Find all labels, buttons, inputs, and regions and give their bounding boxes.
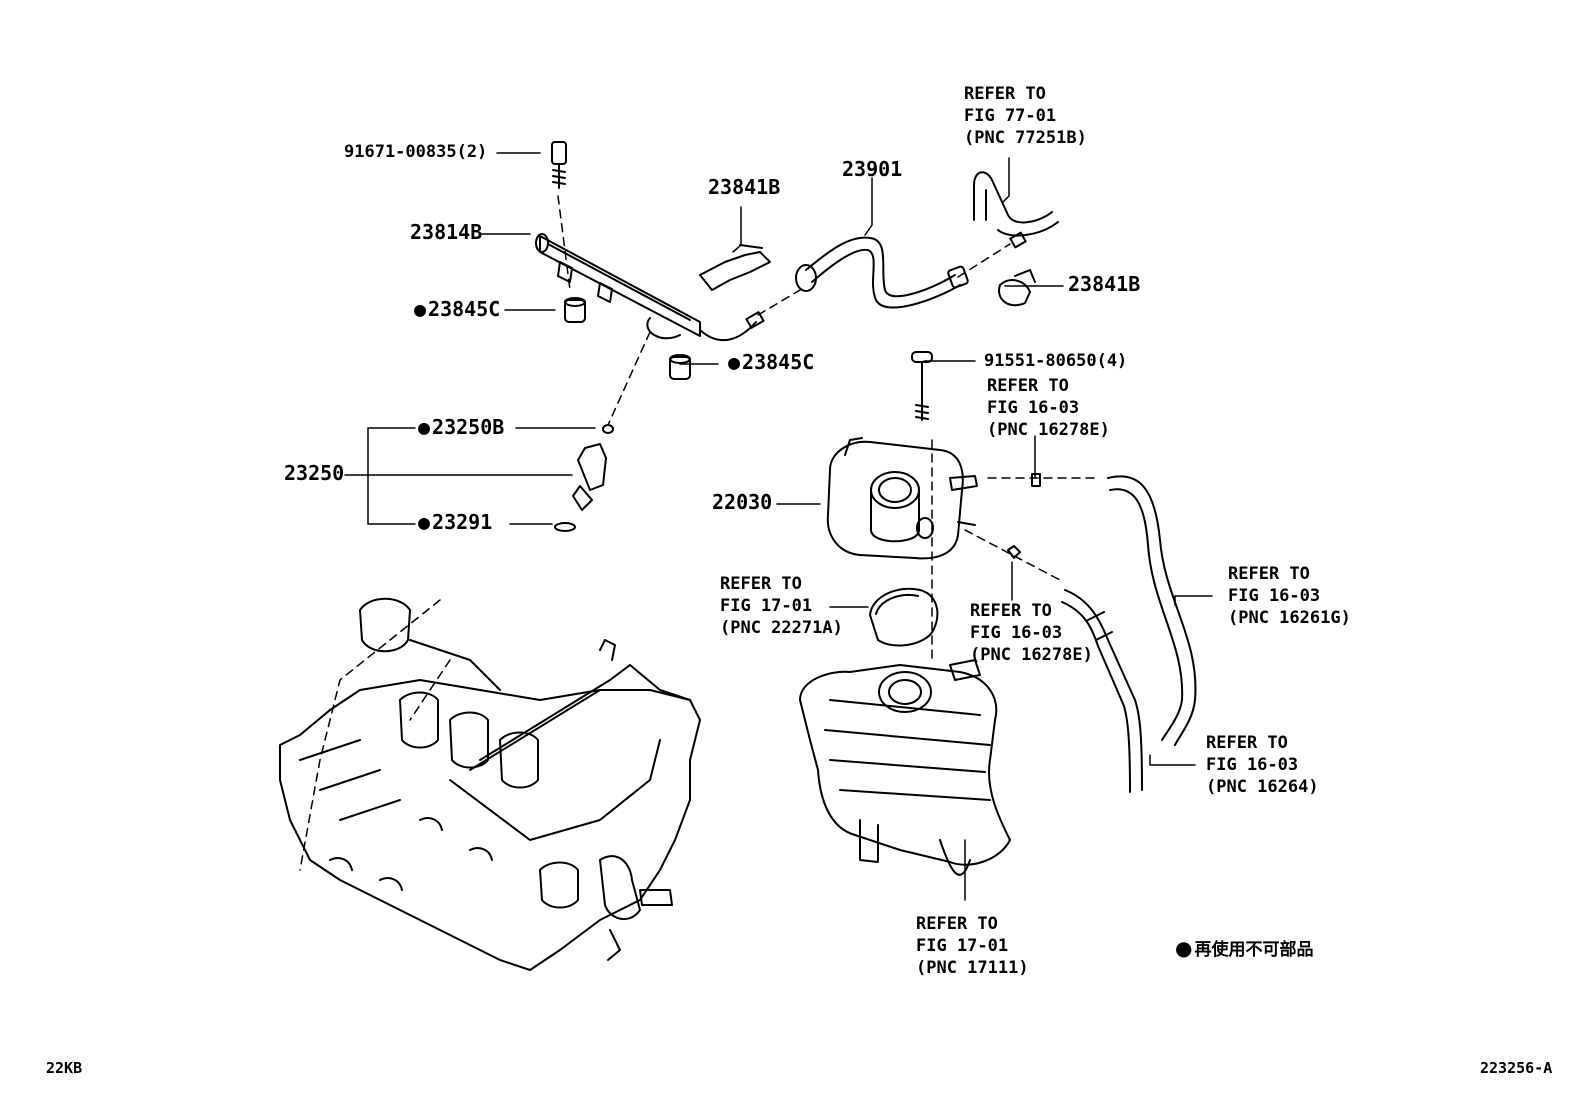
hose-16264-drawing — [1061, 589, 1143, 793]
label-injector-assy: 23250 — [284, 461, 345, 485]
ref-line: (PNC 17111) — [916, 958, 1029, 978]
hose-77251b-drawing — [973, 171, 1059, 249]
label-throttle-body: 22030 — [712, 490, 773, 514]
ref-line: FIG 16-03 — [1206, 755, 1299, 775]
label-insulator-lower: 23845C — [728, 352, 814, 373]
ref-line: REFER TO — [1206, 733, 1288, 753]
ref-line: FIG 17-01 — [916, 936, 1009, 956]
label-injector-oring: 23291 — [418, 512, 492, 533]
ref-line: FIG 16-03 — [987, 398, 1080, 418]
clamp-right-drawing — [998, 269, 1036, 307]
ref-line: (PNC 16278E) — [987, 420, 1110, 440]
rail-bolt-drawing — [551, 141, 567, 189]
hose-16261g-drawing — [1107, 475, 1197, 746]
ref-line: (PNC 16264) — [1206, 777, 1319, 797]
delivery-pipe-drawing — [535, 233, 765, 341]
label-delivery-pipe: 23814B — [410, 220, 483, 244]
ref-line: REFER TO — [1228, 564, 1310, 584]
ref-line: REFER TO — [987, 376, 1069, 396]
label-injector-seal: 23250B — [418, 417, 504, 438]
fuel-hose-drawing — [795, 236, 969, 309]
ref-line: REFER TO — [720, 574, 802, 594]
ref-line: REFER TO — [970, 601, 1052, 621]
ref-line: (PNC 77251B) — [964, 128, 1087, 148]
clamp-upper-drawing — [699, 244, 771, 291]
footer-right-code: 223256-A — [1480, 1059, 1553, 1077]
injector-drawing — [554, 424, 614, 532]
intake-manifold-drawing — [799, 659, 1011, 876]
ref-line: (PNC 16261G) — [1228, 608, 1351, 628]
ref-line: FIG 16-03 — [1228, 586, 1321, 606]
ref-line: (PNC 16278E) — [970, 645, 1093, 665]
dashed-lines — [299, 195, 1101, 871]
ref-line: FIG 17-01 — [720, 596, 813, 616]
label-bolt-91551: 91551-80650(4) — [984, 351, 1128, 371]
gasket-drawing — [869, 587, 939, 647]
label-insulator-upper: 23845C — [414, 299, 500, 320]
fitting-16278e-drawing — [1007, 473, 1041, 559]
label-bolt-91671: 91671-00835(2) — [344, 142, 488, 162]
ref-line: REFER TO — [964, 84, 1046, 104]
engine-block-drawing — [279, 597, 701, 971]
insulator-drawings — [564, 297, 691, 380]
ref-line: REFER TO — [916, 914, 998, 934]
throttle-body-drawing — [826, 437, 978, 560]
leader-lines — [344, 152, 1213, 901]
label-clamp-upper: 23841B — [708, 175, 781, 199]
throttle-bolt-drawing — [911, 351, 933, 421]
label-fuel-hose: 23901 — [842, 157, 903, 181]
footer-left-code: 22KB — [46, 1059, 83, 1077]
ref-line: (PNC 22271A) — [720, 618, 843, 638]
ref-line: FIG 77-01 — [964, 106, 1057, 126]
legend-non-reusable: 再使用不可部品 — [1175, 938, 1313, 961]
ref-line: FIG 16-03 — [970, 623, 1063, 643]
label-clamp-right: 23841B — [1068, 272, 1141, 296]
